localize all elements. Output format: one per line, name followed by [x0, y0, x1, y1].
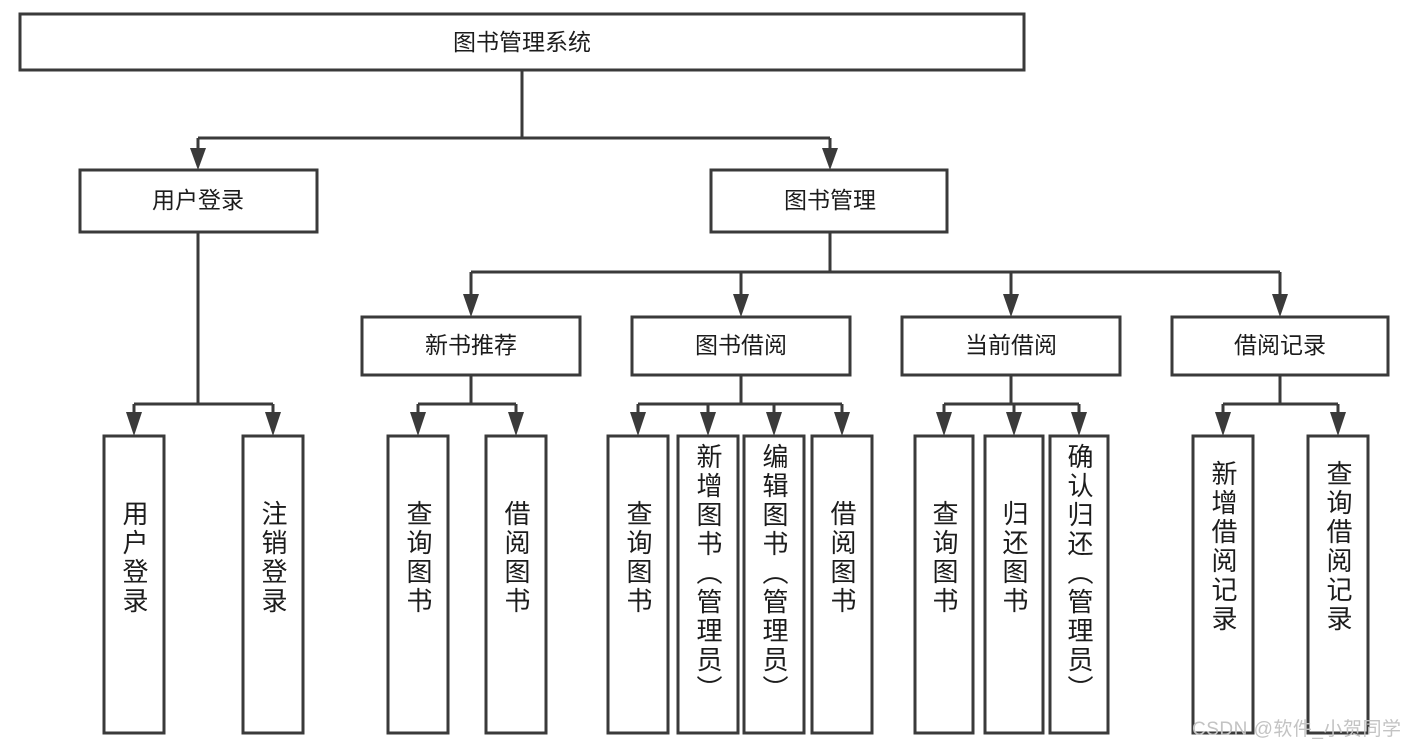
arrowhead-leaf-13	[1330, 412, 1346, 436]
node-book-borrow[interactable]: 图书借阅	[630, 315, 852, 377]
node-current-borrow-box[interactable]	[900, 315, 1122, 377]
arrowhead-borrow-record	[1272, 294, 1288, 317]
arrowhead-newbook	[463, 294, 479, 317]
node-borrow-record[interactable]: 借阅记录	[1170, 315, 1390, 377]
arrowhead-user-login	[190, 148, 206, 170]
leaf-box-confirm-return-admin[interactable]	[1048, 434, 1110, 735]
arrowhead-leaf-7	[766, 412, 782, 436]
node-new-book-recommend[interactable]: 新书推荐	[360, 315, 582, 377]
node-book-borrow-label: 图书借阅	[695, 332, 787, 358]
leaf-box-query-book-b[interactable]	[606, 434, 670, 735]
node-book-borrow-box[interactable]	[630, 315, 852, 377]
leaf-box-borrow-book-b[interactable]	[810, 434, 874, 735]
node-current-borrow[interactable]: 当前借阅	[900, 315, 1122, 377]
connector-group	[126, 70, 1346, 436]
node-book-management-label: 图书管理	[784, 187, 876, 213]
arrowhead-book-mgmt	[822, 148, 838, 170]
node-current-borrow-label: 当前借阅	[965, 332, 1057, 358]
arrowhead-leaf-4	[508, 412, 524, 436]
node-new-book-recommend-box[interactable]	[360, 315, 582, 377]
leaf-box-borrow-book-a[interactable]	[484, 434, 548, 735]
arrowhead-leaf-3	[410, 412, 426, 436]
node-borrow-record-label: 借阅记录	[1234, 332, 1326, 358]
leaf-box-query-book-c[interactable]	[913, 434, 975, 735]
leaf-box-query-book-a[interactable]	[386, 434, 450, 735]
node-borrow-record-box[interactable]	[1170, 315, 1390, 377]
arrowhead-leaf-2	[265, 412, 281, 436]
node-book-management-box[interactable]	[709, 168, 949, 234]
node-root-label: 图书管理系统	[453, 29, 591, 55]
arrowhead-borrow	[733, 294, 749, 317]
leaf-box-user-login[interactable]	[102, 434, 166, 735]
node-new-book-recommend-label: 新书推荐	[425, 332, 517, 358]
node-user-login[interactable]: 用户登录	[78, 168, 319, 234]
arrowhead-leaf-10	[1006, 412, 1022, 436]
leaf-box-query-borrow-record[interactable]	[1306, 434, 1370, 735]
arrowhead-leaf-1	[126, 412, 142, 436]
node-book-management[interactable]: 图书管理	[709, 168, 949, 234]
arrowhead-leaf-9	[936, 412, 952, 436]
arrowhead-leaf-8	[834, 412, 850, 436]
arrowhead-leaf-11	[1071, 412, 1087, 436]
leaf-box-add-book-admin[interactable]	[676, 434, 740, 735]
leaf-box-logout[interactable]	[241, 434, 305, 735]
arrowhead-leaf-6	[700, 412, 716, 436]
arrowhead-leaf-5	[630, 412, 646, 436]
leaf-box-return-book[interactable]	[983, 434, 1045, 735]
node-user-login-label: 用户登录	[152, 187, 244, 213]
arrowhead-current-borrow	[1003, 294, 1019, 317]
leaf-box-group	[102, 434, 1370, 735]
node-root-box[interactable]	[18, 12, 1026, 72]
arrowhead-leaf-12	[1215, 412, 1231, 436]
leaf-box-edit-book-admin[interactable]	[742, 434, 806, 735]
leaf-box-add-borrow-record[interactable]	[1191, 434, 1255, 735]
node-root[interactable]: 图书管理系统	[18, 12, 1026, 72]
node-user-login-box[interactable]	[78, 168, 319, 234]
